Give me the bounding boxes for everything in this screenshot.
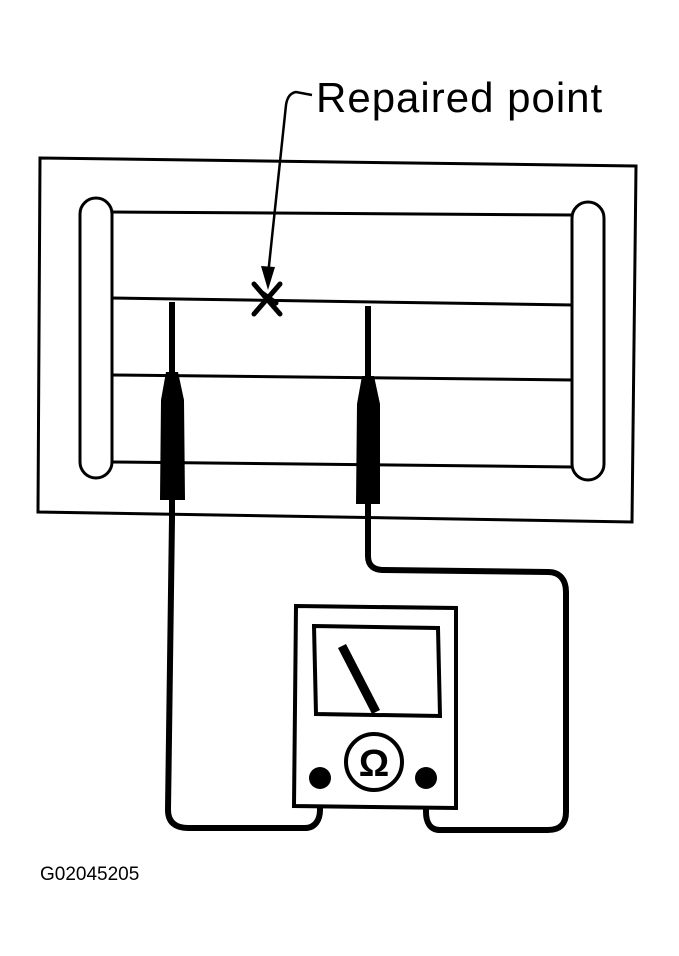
grid-line — [110, 210, 574, 217]
left-lead — [165, 515, 323, 831]
right-bus-bar — [570, 200, 606, 482]
callout-leader — [266, 90, 313, 276]
meter-display — [311, 623, 443, 719]
ohmmeter: Ω — [291, 603, 458, 811]
grid-line — [110, 460, 574, 469]
left-bus-bar — [78, 196, 114, 480]
left-test-probe — [160, 302, 185, 518]
callout-arrowhead — [261, 266, 275, 290]
meter-needle — [338, 644, 380, 714]
heater-grid — [110, 210, 574, 469]
left-terminal — [309, 767, 331, 789]
right-terminal — [415, 767, 437, 789]
grid-line — [110, 373, 574, 382]
figure-id: G02045205 — [40, 864, 139, 885]
ohm-symbol: Ω — [359, 743, 389, 785]
glass-outline — [36, 156, 638, 524]
test-leads — [165, 515, 569, 833]
right-lead — [365, 517, 569, 833]
grid-line — [110, 296, 574, 307]
callout-label: Repaired point — [316, 74, 603, 121]
right-test-probe — [356, 306, 380, 520]
repair-mark-icon — [251, 281, 283, 317]
ohm-dial-icon — [344, 732, 404, 792]
